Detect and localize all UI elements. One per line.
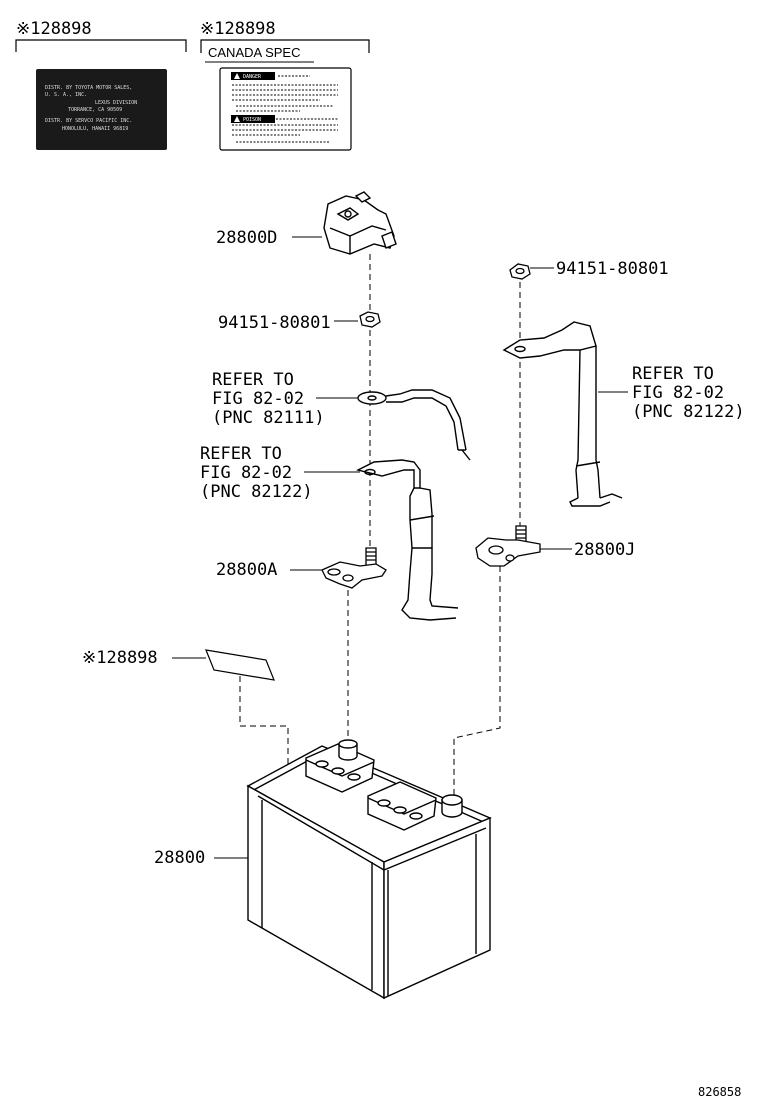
nut-left-label: 94151-80801 [218,313,331,333]
black-label-line-6: HONOLULU, HAWAII 96819 [62,126,128,132]
black-label-image: DISTR. BY TOYOTA MOTOR SALES, U. S. A., … [36,69,167,150]
clamp-a [321,547,387,589]
black-label-line-1: DISTR. BY TOYOTA MOTOR SALES, [45,85,132,91]
cover-part-label: 28800D [216,228,277,248]
label-header-right: ※128898 [200,19,276,39]
cable-82122-right [502,321,623,507]
refer-82111-line-1: REFER TO [212,370,294,390]
refer-82122-right-line-2: FIG 82-02 [632,383,724,403]
bottom-label-part-number: ※128898 [82,648,158,668]
refer-82111-line-3: (PNC 82111) [212,408,325,428]
bracket-left [15,39,187,52]
black-label-line-4: TORRANCE, CA 90509 [68,107,122,113]
cable-82122-left [355,459,459,621]
black-label-line-2: U. S. A., INC. [45,92,87,98]
cable-82111 [357,389,471,461]
black-label-line-5: DISTR. BY SERVCO PACIFIC INC. [45,118,132,124]
nut-right [509,263,531,280]
refer-82122-left-line-2: FIG 82-02 [200,463,292,483]
refer-82122-left-line-1: REFER TO [200,444,282,464]
nut-left [359,311,381,328]
label-header-left: ※128898 [16,19,92,39]
canada-spec-label: CANADA SPEC [208,45,300,60]
small-label-sticker [205,649,275,681]
black-label-line-3: LEXUS DIVISION [95,100,137,106]
nut-right-label: 94151-80801 [556,259,669,279]
refer-82111-line-2: FIG 82-02 [212,389,304,409]
danger-text: DANGER [243,74,262,80]
refer-82122-right-line-1: REFER TO [632,364,714,384]
clamp-j [475,525,541,567]
clamp-j-label: 28800J [574,540,635,560]
warning-label-image: DANGER POISON [219,67,352,151]
refer-82122-left-line-3: (PNC 82122) [200,482,313,502]
clamp-a-label: 28800A [216,560,277,580]
battery-part-label: 28800 [154,848,205,868]
refer-82122-right-line-3: (PNC 82122) [632,402,745,422]
terminal-cover [323,191,397,255]
battery [246,739,492,1000]
poison-text: POISON [243,117,261,123]
figure-id: 826858 [698,1085,741,1099]
bracket-right [200,39,370,53]
